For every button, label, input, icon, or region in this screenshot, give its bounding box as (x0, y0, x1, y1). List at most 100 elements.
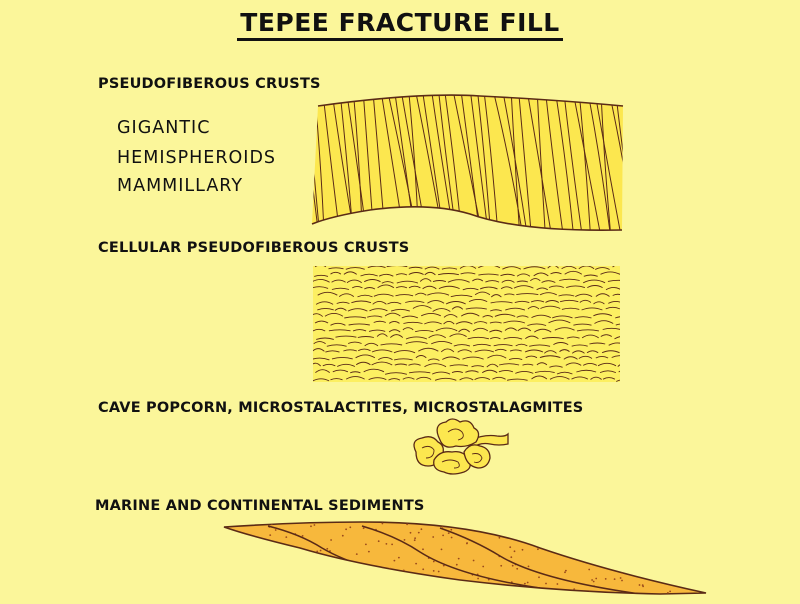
sediment-dot (511, 564, 514, 567)
sediment-dot (243, 543, 246, 546)
sediment-layer-line-2 (361, 525, 541, 589)
sediment-dot (579, 554, 582, 557)
cell-arc (388, 378, 401, 381)
cell-arc (550, 272, 562, 275)
cell-arc (571, 344, 588, 347)
cell-arc (541, 280, 556, 283)
cell-arc (527, 323, 547, 326)
sediment-dot (498, 536, 501, 539)
cell-arc (313, 313, 324, 317)
sediment-dot (368, 576, 371, 579)
cell-arc (498, 369, 514, 373)
cell-arc (494, 313, 516, 317)
type-label-hemispheroids: HEMISPHEROIDS (117, 148, 277, 168)
sediment-dot (390, 591, 393, 593)
sediment-dot (573, 539, 576, 542)
cell-arc (432, 308, 451, 312)
sediment-dot (480, 529, 483, 532)
cell-arc (421, 312, 441, 317)
cell-arc (313, 362, 322, 367)
cell-arc (487, 354, 507, 359)
cell-arc (575, 293, 593, 297)
sediment-dot (359, 576, 362, 579)
sediment-dot (437, 570, 440, 573)
cell-arc (618, 370, 620, 373)
cell-arc (478, 273, 499, 276)
cell-arc (316, 337, 334, 340)
fiber-line (510, 95, 521, 231)
cell-arc (602, 377, 616, 380)
sediment-dot (472, 559, 475, 562)
sediment-dot (601, 528, 603, 531)
cell-arc (559, 349, 570, 352)
cell-arc (503, 320, 526, 324)
sediment-dot (282, 565, 285, 568)
sediment-dot (576, 552, 579, 554)
cell-arc (322, 363, 336, 367)
cell-arc (336, 301, 350, 304)
cell-arc (345, 376, 365, 380)
cell-arc (414, 292, 427, 296)
sediment-dot (226, 567, 229, 569)
cell-arc (581, 307, 603, 311)
cell-arc (571, 350, 585, 354)
sediment-dot (467, 582, 470, 584)
sediment-dot (296, 576, 299, 579)
cell-arc (515, 370, 534, 374)
cell-arc (367, 266, 386, 269)
cell-arc (437, 273, 460, 276)
sediment-dot (481, 528, 483, 531)
sediment-dot (613, 523, 616, 526)
cell-arc (594, 320, 614, 324)
cell-arc (355, 354, 376, 359)
cell-arc (314, 266, 327, 268)
cell-arc (313, 357, 330, 361)
cell-arc (357, 294, 373, 298)
cell-arc (394, 358, 413, 361)
sediment-dot (353, 593, 356, 594)
marine-continental-sediments-label: MARINE AND CONTINENTAL SEDIMENTS (95, 498, 425, 514)
cell-arc (338, 293, 355, 297)
cell-arc (453, 344, 471, 347)
sediment-dot (316, 550, 319, 553)
cell-arc (408, 363, 421, 366)
cell-arc (459, 266, 477, 269)
cellular-pseudofiberous-crusts-label: CELLULAR PSEUDOFIBEROUS CRUSTS (98, 240, 410, 256)
sediment-dot (643, 558, 646, 561)
cell-arc (315, 369, 330, 373)
sediment-dot (307, 585, 310, 587)
cell-arc (395, 294, 414, 297)
cell-arc (387, 301, 402, 305)
sediment-dot (413, 539, 416, 542)
cell-arc (368, 329, 386, 332)
cell-arc (586, 350, 599, 354)
cell-arc (559, 299, 579, 303)
cell-arc (608, 342, 620, 346)
sediment-dot (445, 581, 448, 584)
sediment-dot (556, 583, 559, 585)
sediment-dot (441, 525, 444, 528)
sediment-dot (240, 559, 243, 561)
sediment-dot (537, 537, 540, 540)
sediment-dot (592, 580, 595, 583)
sediment-dot (693, 585, 695, 588)
sediment-dot (324, 556, 327, 559)
cell-arc (435, 327, 458, 332)
cell-arc (416, 376, 432, 380)
sediment-dot (581, 539, 583, 541)
sediment-dot (228, 580, 231, 583)
cell-arc (443, 321, 455, 325)
cell-arc (594, 267, 610, 270)
cell-arc (602, 327, 620, 330)
sediment-dot (362, 527, 365, 530)
sediment-dot (545, 582, 547, 585)
sediment-dot (235, 549, 238, 552)
sediment-dot (443, 520, 445, 522)
cell-arc (408, 272, 424, 275)
fiber-line (600, 95, 612, 231)
cell-arc (525, 355, 538, 359)
cell-arc (347, 308, 368, 312)
cell-arc (607, 279, 620, 282)
cell-arc (482, 315, 494, 318)
cell-arc (450, 294, 473, 298)
